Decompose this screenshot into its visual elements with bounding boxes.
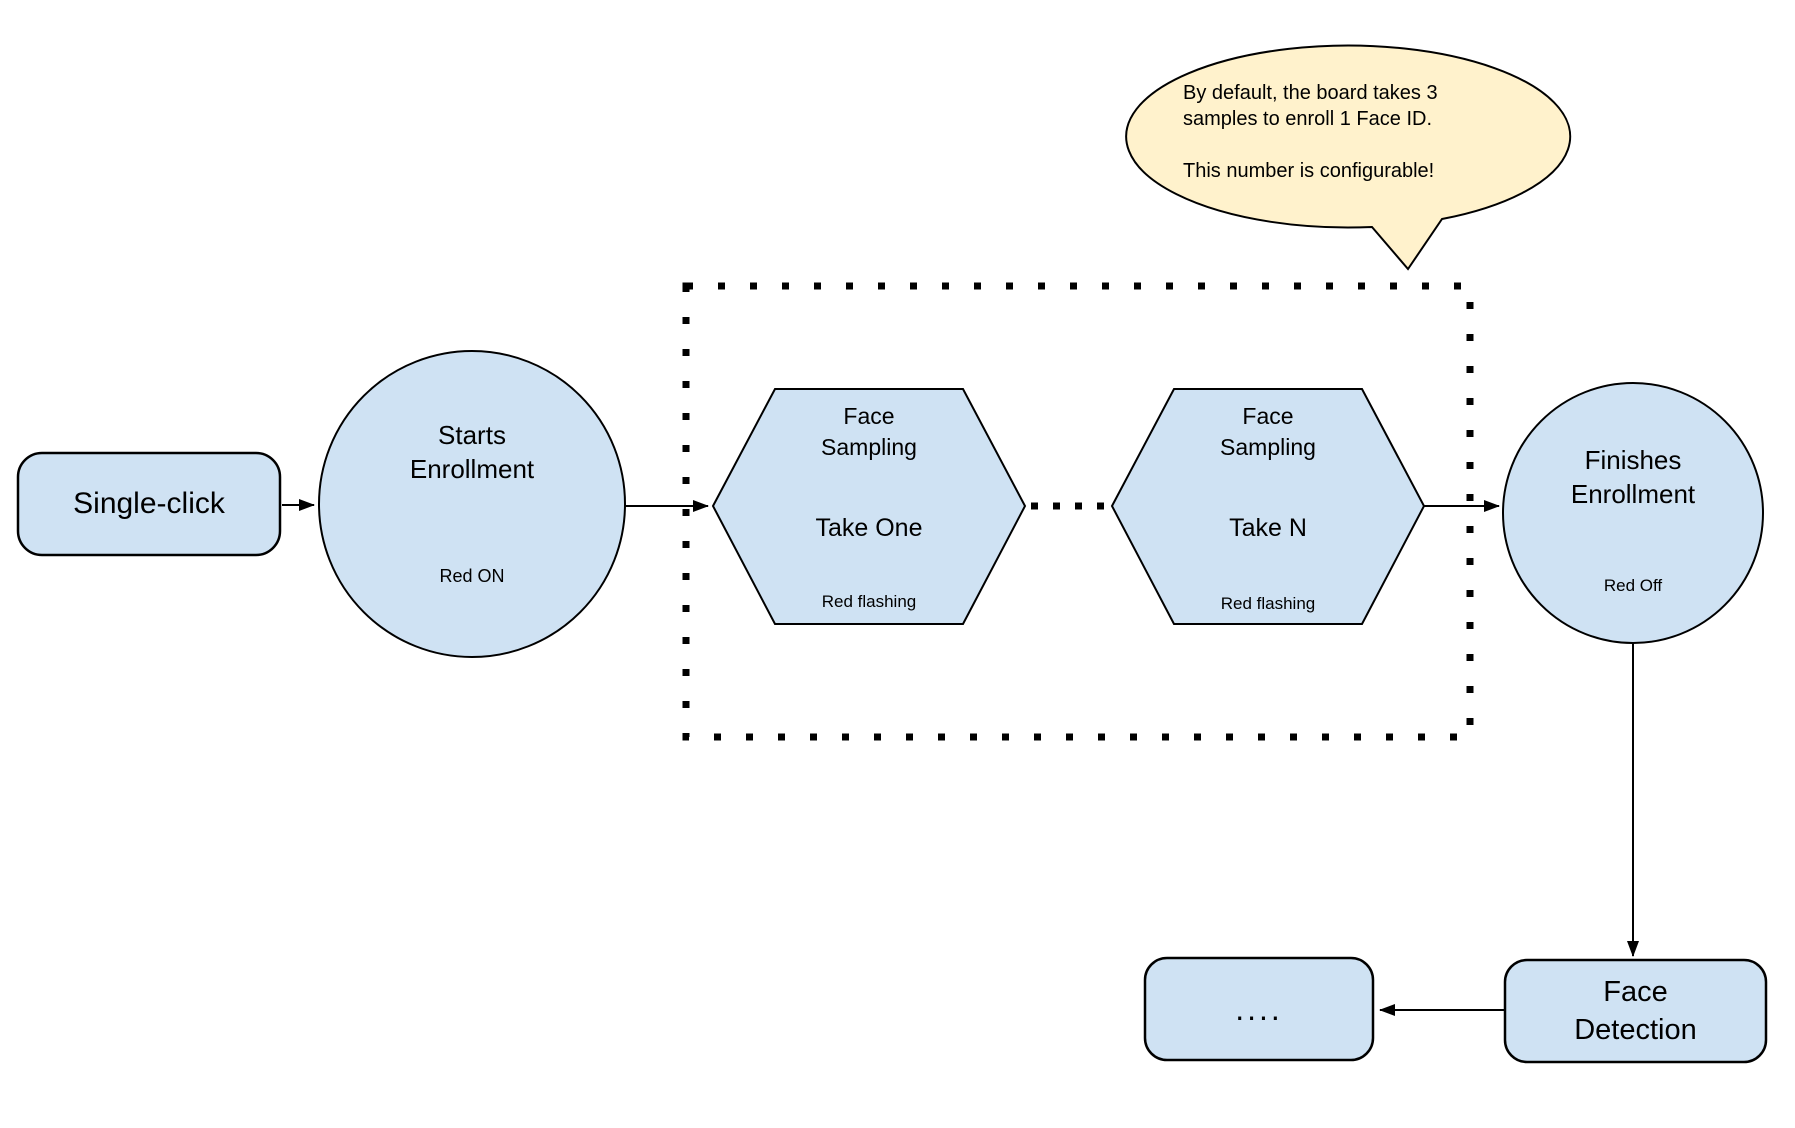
callout-bubble <box>1125 44 1572 271</box>
starts-enrollment-circle <box>318 350 626 658</box>
finishes-enrollment-status: Red Off <box>1603 576 1663 595</box>
starts-enrollment-title: Starts Enrollment <box>409 420 535 484</box>
sampling-one-take-label: Take One <box>815 514 923 542</box>
sampling-one-title: Face Sampling <box>821 403 917 460</box>
single-click-node <box>16 451 282 557</box>
sampling-one-status: Red flashing <box>821 592 917 611</box>
face-detection-node <box>1503 958 1768 1064</box>
sampling-n-status: Red flashing <box>1220 594 1316 613</box>
single-click-label: Single-click <box>73 487 225 520</box>
ellipsis-node <box>1143 956 1375 1062</box>
face-sampling-one-hexagon <box>711 388 1027 625</box>
face-sampling-n-hexagon <box>1110 388 1426 625</box>
face-detection-label: Face Detection <box>1574 976 1697 1046</box>
sampling-loop-boundary <box>682 282 1474 741</box>
starts-enrollment-status: Red ON <box>439 566 505 586</box>
sampling-n-take-label: Take N <box>1229 514 1307 542</box>
finishes-enrollment-circle <box>1502 382 1764 644</box>
callout-note-text: By default, the board takes 3 samples to… <box>1183 82 1438 182</box>
finishes-enrollment-title: Finishes Enrollment <box>1570 445 1696 509</box>
sampling-n-title: Face Sampling <box>1220 403 1316 460</box>
ellipsis-node-label: .... <box>1235 990 1283 1027</box>
